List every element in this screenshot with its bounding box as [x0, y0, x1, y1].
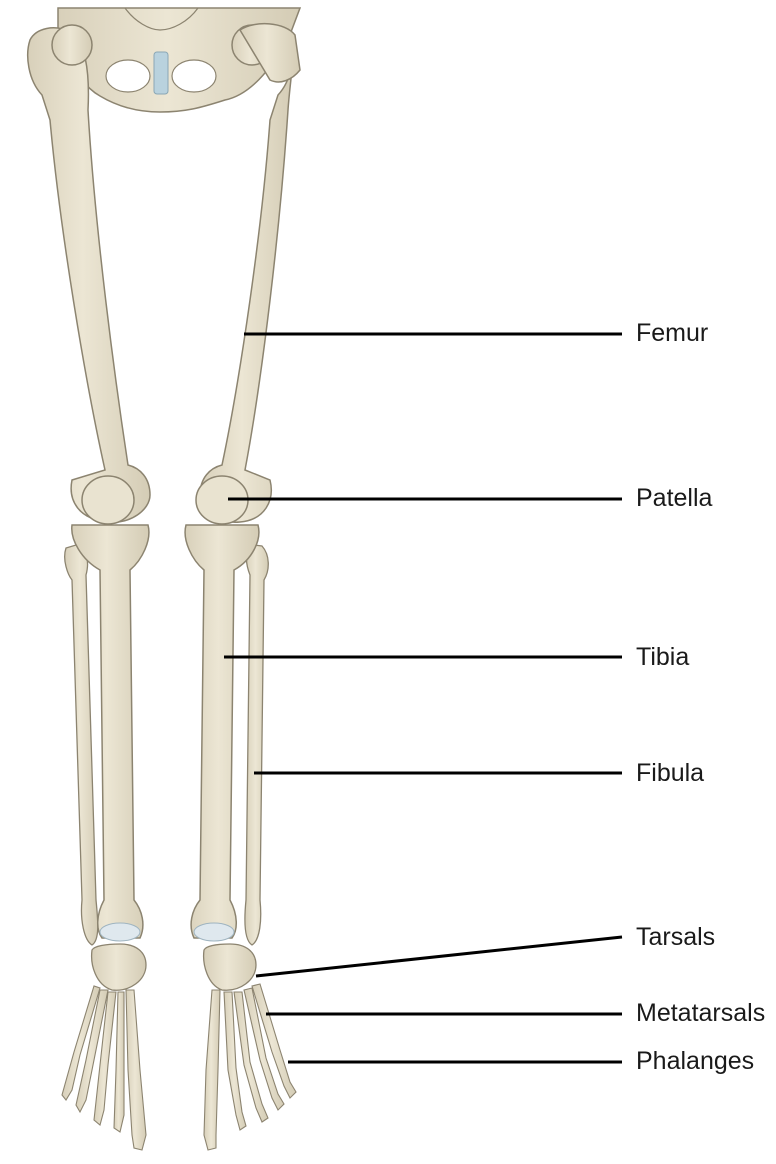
leader-line-tarsals	[256, 937, 622, 976]
right-leg	[185, 24, 300, 1150]
label-metatarsals: Metatarsals	[636, 1001, 765, 1026]
left-leg	[28, 25, 150, 1150]
left-metatarsals-and-phalanges	[62, 986, 146, 1150]
right-tarsals	[204, 944, 256, 990]
left-patella	[82, 476, 134, 524]
label-femur: Femur	[636, 321, 708, 346]
right-metatarsals-and-phalanges	[204, 984, 296, 1150]
left-ankle-cartilage	[100, 923, 140, 941]
left-tarsals	[92, 944, 146, 990]
label-tibia: Tibia	[636, 645, 689, 670]
left-femur-head	[52, 25, 92, 65]
left-fibula	[65, 545, 98, 945]
obturator-foramen-left	[106, 60, 150, 92]
obturator-foramen-right	[172, 60, 216, 92]
right-ankle-cartilage	[194, 923, 234, 941]
label-tarsals: Tarsals	[636, 925, 715, 950]
right-fibula	[245, 545, 268, 945]
label-fibula: Fibula	[636, 761, 704, 786]
label-patella: Patella	[636, 486, 712, 511]
pubic-symphysis	[154, 52, 168, 94]
label-phalanges: Phalanges	[636, 1049, 754, 1074]
leader-lines	[224, 334, 622, 1062]
right-femur	[200, 40, 293, 522]
